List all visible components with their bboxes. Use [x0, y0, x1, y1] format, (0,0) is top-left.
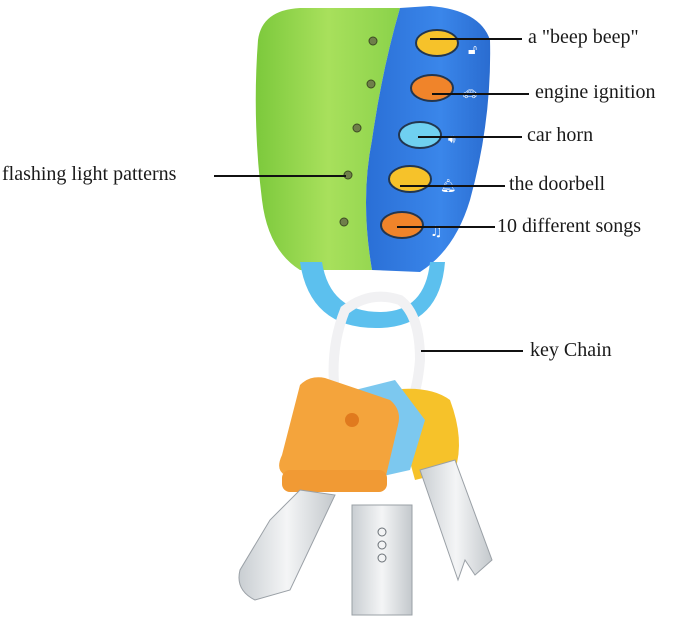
label-engine: engine ignition [535, 81, 656, 103]
label-horn: car horn [527, 124, 594, 146]
doorbell-button[interactable] [388, 165, 432, 193]
beep-button[interactable] [415, 29, 459, 57]
callout-line-keychain [421, 350, 523, 352]
blue-key-blade [351, 504, 413, 616]
songs-button[interactable] [380, 211, 424, 239]
led-dot [352, 123, 362, 133]
callout-line-beep [430, 38, 522, 40]
led-dot [366, 79, 376, 89]
orange-key-hole [345, 413, 359, 427]
orange-key-blade [238, 489, 336, 601]
engine-button[interactable] [410, 74, 454, 102]
orange-key-collar [282, 470, 387, 492]
music-note-icon: ♫ [430, 224, 443, 240]
callout-line-songs [397, 226, 495, 228]
callout-line-horn [418, 136, 522, 138]
blade-hole [377, 553, 387, 563]
led-dot [339, 217, 349, 227]
lock-icon: 🔓︎ [468, 42, 477, 58]
blade-hole [377, 527, 387, 537]
callout-line-engine [432, 93, 529, 95]
blade-hole [377, 540, 387, 550]
label-songs: 10 different songs [497, 215, 642, 237]
horn-button[interactable] [398, 121, 442, 149]
label-lights: flashing light patterns [2, 163, 177, 185]
key-ring [328, 291, 426, 425]
yellow-key-blade [419, 459, 493, 582]
label-keychain: key Chain [530, 339, 612, 361]
label-doorbell: the doorbell [509, 173, 606, 195]
label-beep: a "beep beep" [528, 26, 639, 48]
keys [238, 377, 493, 616]
led-lights [339, 36, 378, 227]
orange-key-head [279, 377, 399, 480]
callout-line-lights [214, 175, 346, 177]
callout-line-doorbell [400, 185, 505, 187]
led-dot [368, 36, 378, 46]
remote-body [255, 6, 491, 329]
speaker-icon: 🔊︎ [448, 132, 456, 146]
remote-green-half [255, 8, 400, 270]
